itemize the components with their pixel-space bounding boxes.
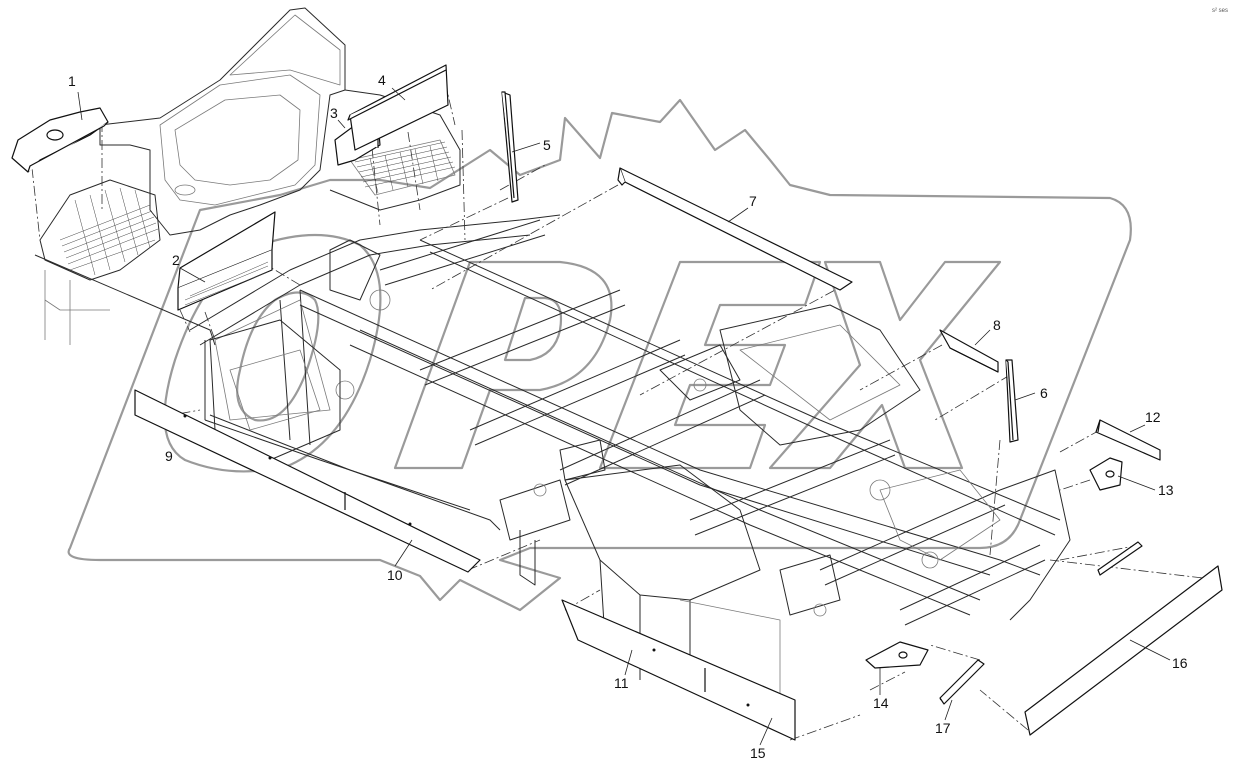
callout-12: 12 <box>1145 409 1161 425</box>
watermark-letter-p <box>393 260 613 470</box>
callout-labels: 1 2 3 4 5 6 7 8 9 10 11 12 13 14 15 16 1… <box>68 72 1188 761</box>
callout-6: 6 <box>1040 385 1048 401</box>
corner-mark: s² ses <box>1212 8 1228 14</box>
callout-4: 4 <box>378 72 386 88</box>
part-17 <box>939 541 1143 705</box>
callout-9: 9 <box>165 448 173 464</box>
part-12 <box>1095 419 1161 461</box>
part-9-10 <box>134 389 481 573</box>
callout-14: 14 <box>873 695 889 711</box>
callout-17: 17 <box>935 720 951 736</box>
callout-7: 7 <box>749 193 757 209</box>
part-5 <box>501 91 519 203</box>
callout-15: 15 <box>750 745 766 761</box>
callout-16: 16 <box>1172 655 1188 671</box>
part-6 <box>1005 359 1019 443</box>
callout-10: 10 <box>387 567 403 583</box>
chassis-frame <box>189 214 1071 701</box>
part-1 <box>11 107 109 173</box>
watermark <box>67 98 1132 612</box>
callout-11: 11 <box>614 675 629 691</box>
callout-13: 13 <box>1158 482 1174 498</box>
callout-5: 5 <box>543 137 551 153</box>
callout-3: 3 <box>330 105 338 121</box>
callout-2: 2 <box>172 252 180 268</box>
part-8 <box>939 329 999 373</box>
callout-1: 1 <box>68 73 76 89</box>
part-13 <box>1089 457 1123 491</box>
parts <box>11 64 1223 741</box>
part-7 <box>617 167 853 291</box>
part-2 <box>177 211 276 311</box>
cab-structure <box>34 7 461 346</box>
part-16 <box>1024 565 1223 736</box>
part-14 <box>865 641 929 669</box>
leader-lines <box>77 87 1171 746</box>
watermark-letter-e <box>598 260 822 470</box>
callout-8: 8 <box>993 317 1001 333</box>
part-4 <box>347 64 449 151</box>
assembly-lines <box>31 81 1221 741</box>
part-11-15 <box>561 599 796 741</box>
watermark-gear-outline <box>67 98 1132 612</box>
watermark-letter-x <box>768 260 1002 470</box>
